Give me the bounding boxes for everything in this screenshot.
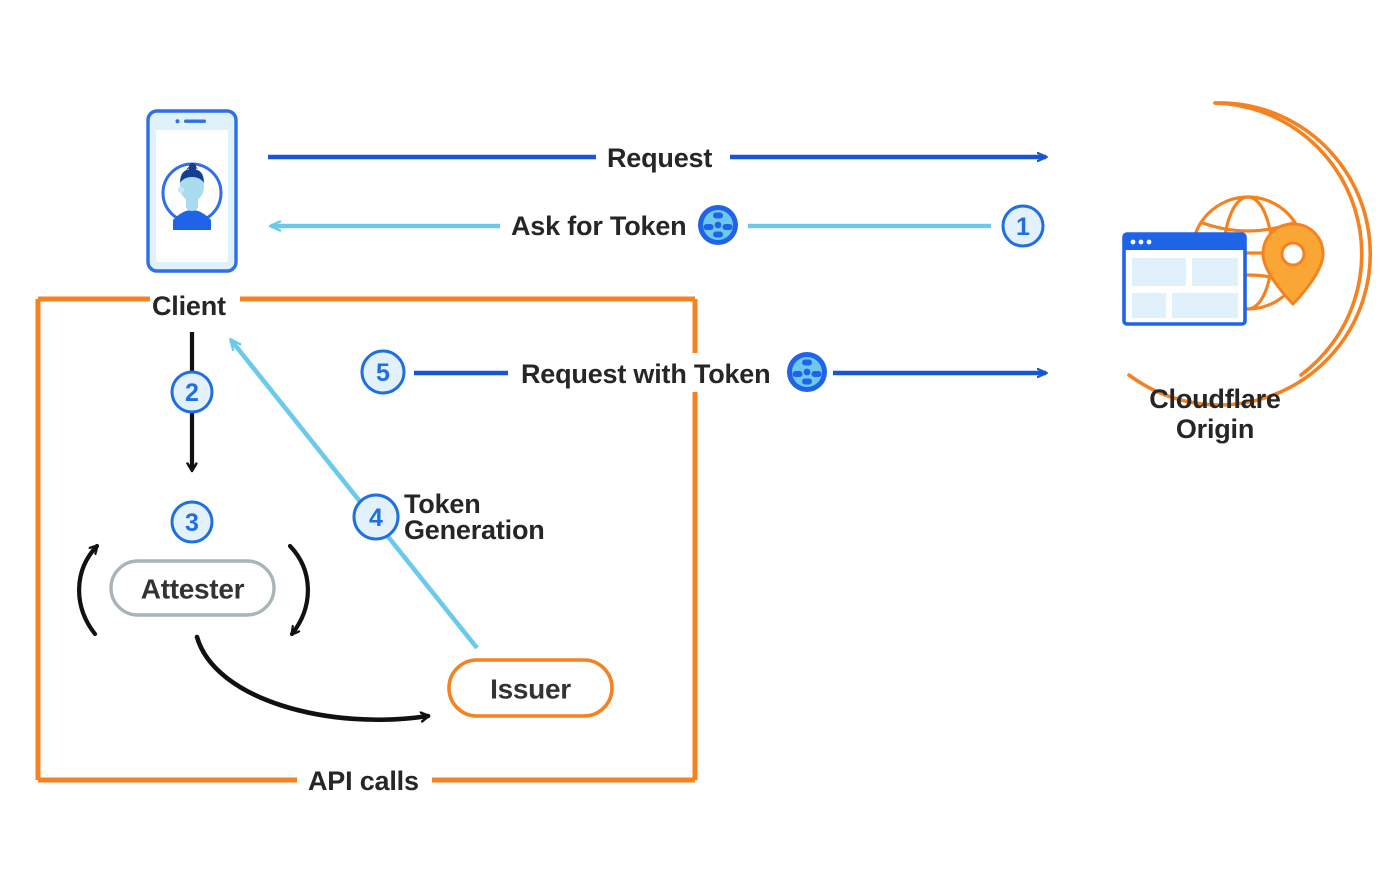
token-icon-request-with-token (787, 352, 827, 392)
step-badge-1: 1 (1001, 204, 1045, 248)
edge-request-with-token-label: Request with Token (521, 359, 771, 389)
api-calls-group-label: API calls (308, 766, 419, 796)
edge-request-label: Request (607, 143, 713, 173)
step-4-token-generation-label-line2: Generation (404, 515, 545, 545)
attester-loop-arrows (77, 543, 431, 720)
step-badge-2: 2 (170, 370, 214, 414)
cloudflare-origin-circle (1127, 101, 1373, 407)
edge-ask-for-token-label: Ask for Token (511, 211, 687, 241)
step-badge-5: 5 (360, 349, 406, 395)
step-badge-3-number: 3 (185, 509, 199, 537)
step-badge-4: 4 (352, 493, 400, 541)
token-icon-ask-for-token (698, 205, 738, 245)
api-calls-group-box (35, 296, 698, 783)
node-issuer[interactable]: Issuer (447, 658, 614, 718)
client-phone-icon (146, 109, 238, 273)
node-origin-label-line1: Cloudflare (1149, 384, 1281, 414)
step-badge-4-number: 4 (369, 504, 383, 532)
origin-browser-window-icon (1122, 232, 1247, 326)
node-issuer-label: Issuer (490, 674, 571, 705)
node-attester-label: Attester (141, 574, 245, 605)
node-client-label: Client (152, 291, 226, 321)
origin-location-pin-icon (1261, 222, 1325, 307)
node-origin-label-line2: Origin (1175, 414, 1255, 444)
step-badge-5-number: 5 (376, 359, 390, 387)
node-attester[interactable]: Attester (109, 559, 276, 617)
step-badge-3: 3 (170, 500, 214, 544)
step-4-token-generation-label-line1: Token (404, 489, 481, 519)
edge-token-generation (229, 338, 479, 650)
step-badge-2-number: 2 (185, 379, 199, 407)
step-badge-1-number: 1 (1016, 213, 1030, 241)
